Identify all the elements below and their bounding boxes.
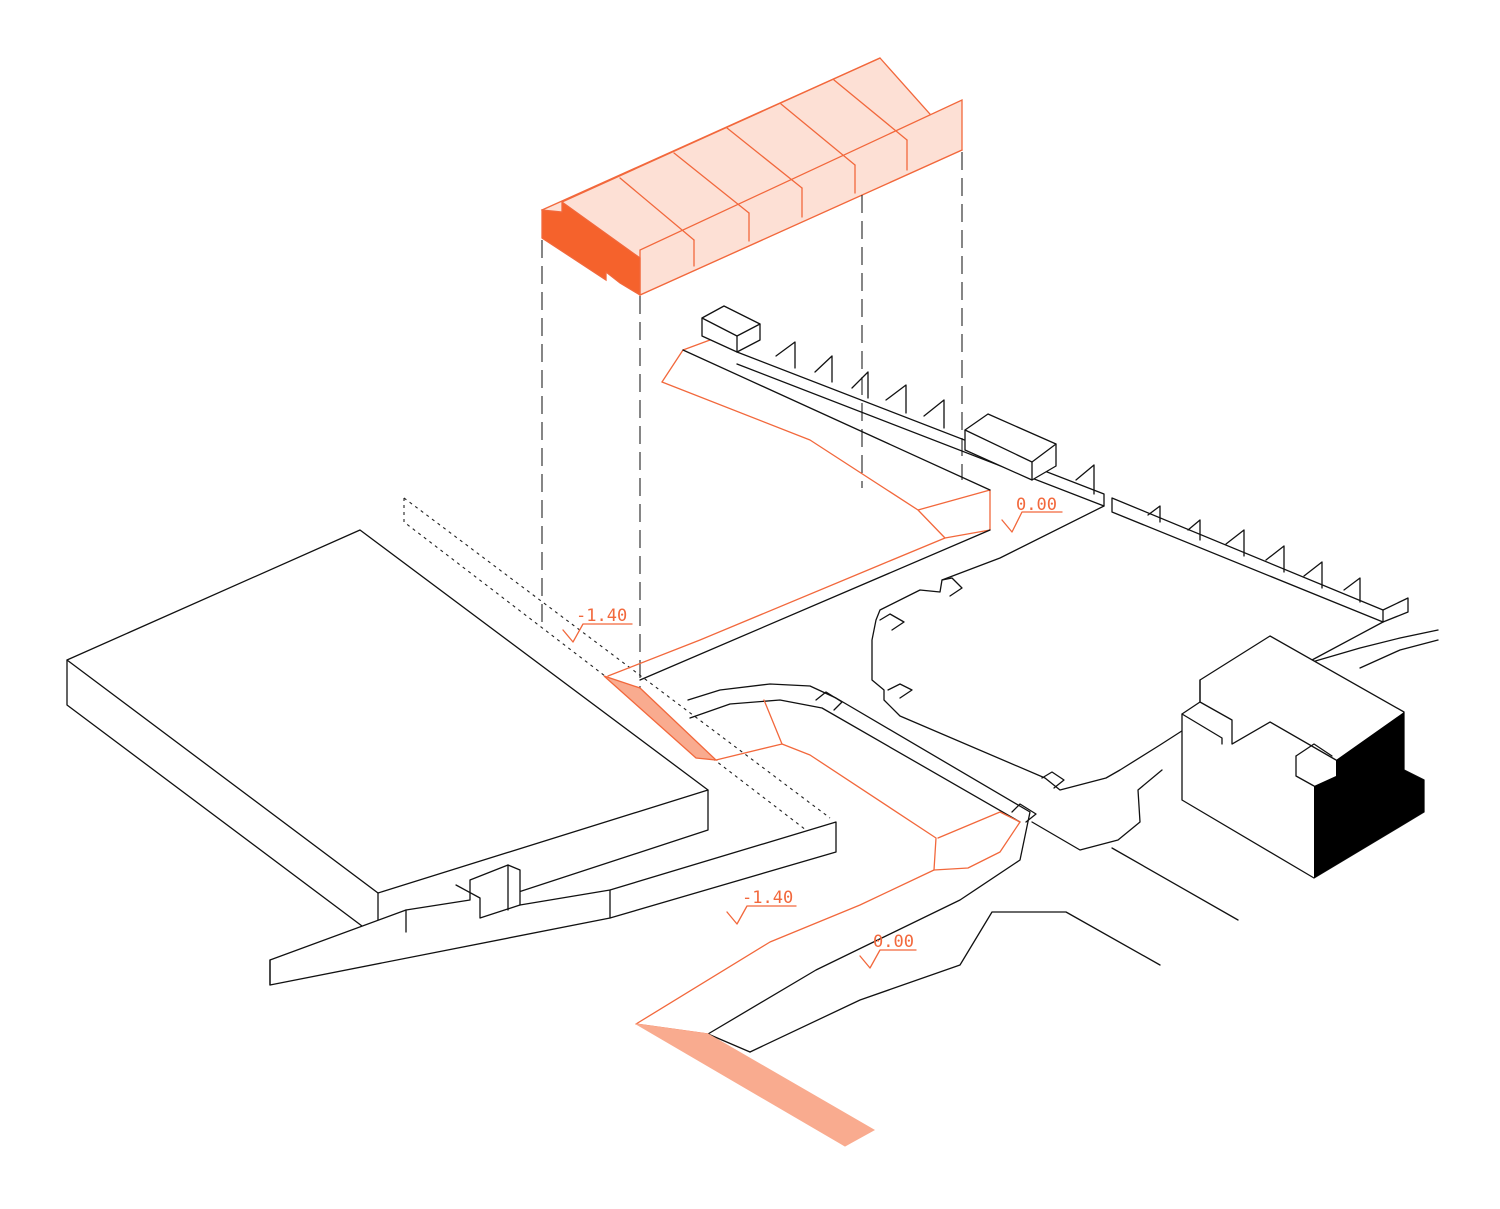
level-label: 0.00 [1016,495,1057,515]
ramp-cut-lower [635,1023,876,1147]
level-label: 0.00 [873,932,914,952]
level-top-right: 0.00 [1001,495,1063,533]
level-markers: 0.00 -1.40 -1.40 0.00 [562,495,1063,969]
fence [701,305,1409,623]
lower-ramp [635,683,1239,1147]
dotted-outline [403,497,831,831]
level-lower-middle: -1.40 [726,888,797,925]
right-building [1181,635,1425,879]
projection-lines [541,152,963,690]
plaza [871,505,1439,791]
roof-canopy [540,57,964,297]
level-upper-left: -1.40 [562,606,633,643]
left-building [66,529,837,986]
level-label: -1.40 [576,606,627,626]
level-label: -1.40 [742,888,793,908]
upper-ramp [603,329,991,761]
roof-end-face [541,200,641,297]
right-building-dark-facade [1314,712,1424,878]
level-lower-right: 0.00 [859,932,917,969]
